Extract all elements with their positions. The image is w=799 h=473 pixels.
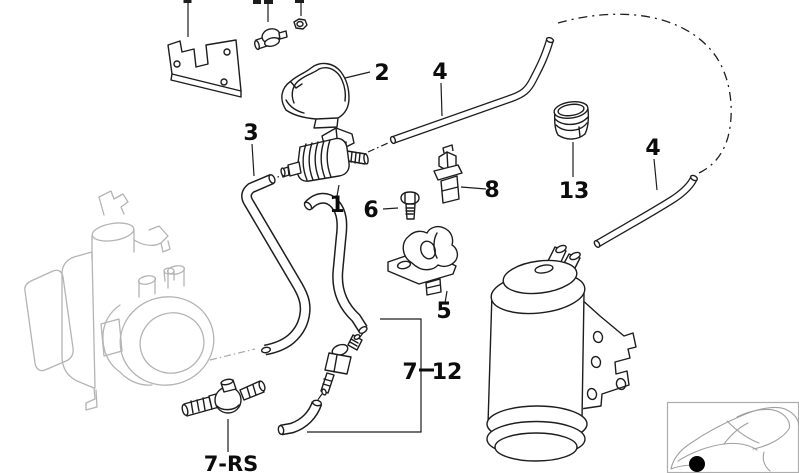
connection-lines [209,142,389,402]
hose-lower [277,399,323,436]
part-label-5: 5 [436,299,451,324]
group-bracket-7-12 [307,318,434,433]
dashed-hose-arc [557,13,732,175]
part-label-6: 6 [363,198,378,223]
part-label-4-rear: 4 [645,136,660,161]
check-valve-7rs [181,378,266,417]
rubber-mount [254,28,288,51]
hose-rear [593,174,699,248]
clamp-part [387,225,459,296]
hose-middle [303,192,368,334]
hex-nut [293,18,308,30]
part-label-12: 12 [432,360,463,385]
holder-part [281,62,350,129]
bracket-plate [167,39,242,98]
part-label-3: 3 [243,121,258,146]
hose-front [241,173,311,356]
vent-valve [280,127,369,182]
hose-top [389,36,555,145]
car-position-marker [689,456,705,472]
part-label-7: 7 [402,360,417,385]
part-label-7rs: 7-RS [204,452,259,473]
part-label-2: 2 [374,61,389,86]
part-label-1: 1 [329,193,344,218]
t-distributor [320,334,363,396]
sealing-cap [553,101,590,140]
car-outline-sketch [670,406,799,472]
cropped-top-labels [183,0,304,4]
part-label-8: 8 [484,178,499,203]
carbon-canister [486,244,637,462]
car-inset [666,401,799,473]
part-label-4-top: 4 [432,60,447,85]
throttle-body-sketch [24,190,215,411]
part-label-13: 13 [559,179,590,204]
leader-lines [187,1,658,452]
connector-part [433,144,463,204]
screw-part [400,191,420,220]
